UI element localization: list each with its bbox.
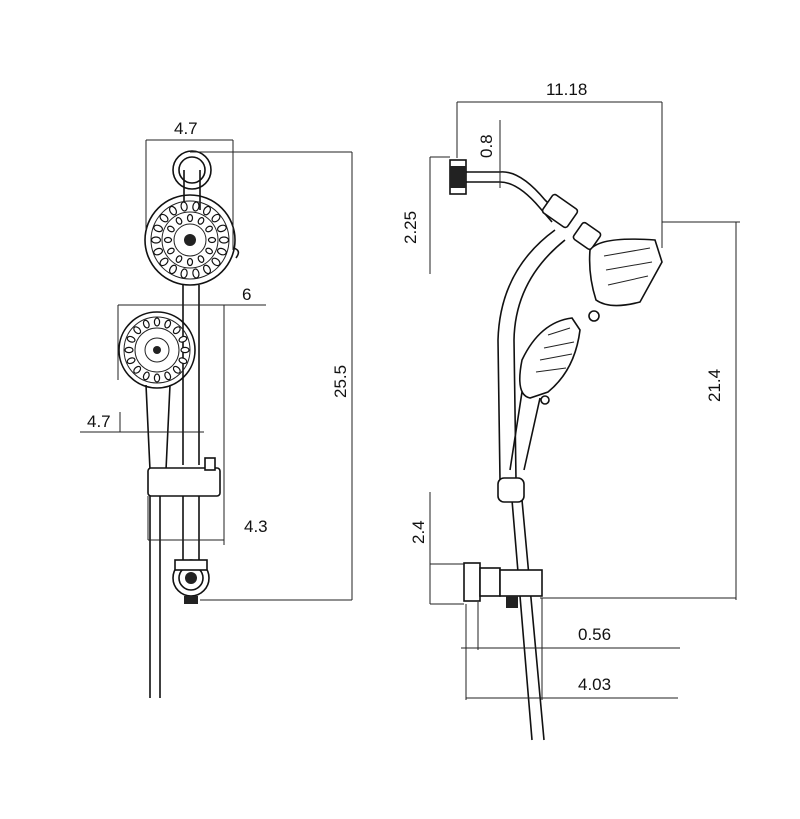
spray-nozzles-ring-inner (163, 213, 217, 267)
hand-shower (118, 311, 196, 471)
spray-nozzle (164, 371, 172, 381)
spray-nozzle (159, 257, 169, 267)
spray-nozzle (163, 236, 173, 244)
side-supply-valve (463, 562, 543, 608)
spray-nozzle (207, 236, 217, 244)
spray-nozzle (133, 365, 142, 374)
side-hand-shower (509, 317, 581, 471)
front-dimension-lines (80, 139, 353, 601)
spray-nozzle (211, 257, 221, 267)
hose (149, 496, 161, 698)
spray-nozzle (175, 217, 183, 225)
spray-nozzle (186, 257, 194, 267)
spray-nozzle (175, 255, 183, 263)
spray-nozzle (211, 213, 221, 223)
spray-nozzle (142, 319, 150, 329)
spray-nozzle (218, 236, 230, 244)
label-flange-depth: 0.8 (477, 134, 496, 158)
side-wall-flange (449, 159, 500, 195)
spray-nozzle (167, 225, 175, 233)
spray-nozzle (126, 335, 136, 343)
side-shower-arm (499, 171, 561, 223)
side-hose (511, 499, 545, 741)
label-bracket-depth: 4.3 (244, 517, 268, 536)
spray-nozzle (202, 205, 212, 216)
fixed-showerhead (144, 194, 240, 286)
spray-nozzle (133, 326, 142, 335)
side-fixed-showerhead (588, 238, 663, 322)
side-view: 11.18 0.8 2.25 21.4 2.4 0.56 4.03 (401, 80, 740, 741)
label-overall-projection: 11.18 (546, 80, 587, 99)
spray-nozzle (197, 255, 205, 263)
spray-nozzles-ring-outer (150, 201, 230, 279)
spray-nozzle (150, 236, 162, 244)
slide-bar (182, 285, 200, 560)
spray-nozzle (205, 225, 213, 233)
spray-nozzle (178, 335, 188, 343)
spray-nozzle (216, 247, 227, 256)
spray-nozzle (168, 205, 178, 216)
spray-nozzle (153, 317, 161, 327)
spray-nozzle (142, 371, 150, 381)
label-valve-depth: 4.03 (578, 675, 611, 694)
spray-nozzle (216, 224, 227, 233)
label-arm-drop: 2.25 (401, 211, 420, 244)
spray-nozzle (180, 346, 190, 354)
spray-nozzle (168, 264, 178, 275)
label-valve-inlet: 0.56 (578, 625, 611, 644)
wall-flange (172, 150, 212, 190)
slide-bracket (147, 457, 221, 497)
spray-nozzle (124, 346, 134, 354)
label-valve-height: 2.4 (409, 520, 428, 544)
spray-nozzle (167, 247, 175, 255)
spray-nozzle (202, 264, 212, 275)
spray-nozzle (192, 268, 200, 279)
spray-nozzle (153, 247, 164, 256)
label-overall-height: 25.5 (331, 365, 350, 398)
diverter (541, 193, 602, 251)
label-showerhead-width: 4.7 (174, 119, 198, 138)
spray-nozzle (164, 319, 172, 329)
spray-nozzle (153, 224, 164, 233)
spray-nozzle (178, 357, 188, 365)
front-view: 4.7 6 4.7 4.3 25.5 (80, 119, 353, 698)
side-dimension-lines (429, 101, 740, 700)
side-hose-collar (497, 477, 525, 503)
label-slide-bar-offset: 6 (242, 285, 251, 304)
spray-nozzle (192, 201, 200, 212)
spray-nozzle (180, 268, 188, 279)
spray-nozzle (153, 373, 161, 383)
side-holder-arm (497, 229, 566, 481)
spray-nozzle (172, 326, 181, 335)
spray-nozzle (126, 357, 136, 365)
hand-shower-nozzles (124, 317, 190, 383)
spray-nozzle (205, 247, 213, 255)
spray-nozzle (197, 217, 205, 225)
label-handshower-width: 4.7 (87, 412, 111, 431)
spray-nozzle (159, 213, 169, 223)
spray-nozzle (172, 365, 181, 374)
spray-nozzle (186, 213, 194, 223)
spray-nozzle (180, 201, 188, 212)
supply-elbow (172, 559, 210, 604)
label-head-to-valve-height: 21.4 (705, 369, 724, 402)
